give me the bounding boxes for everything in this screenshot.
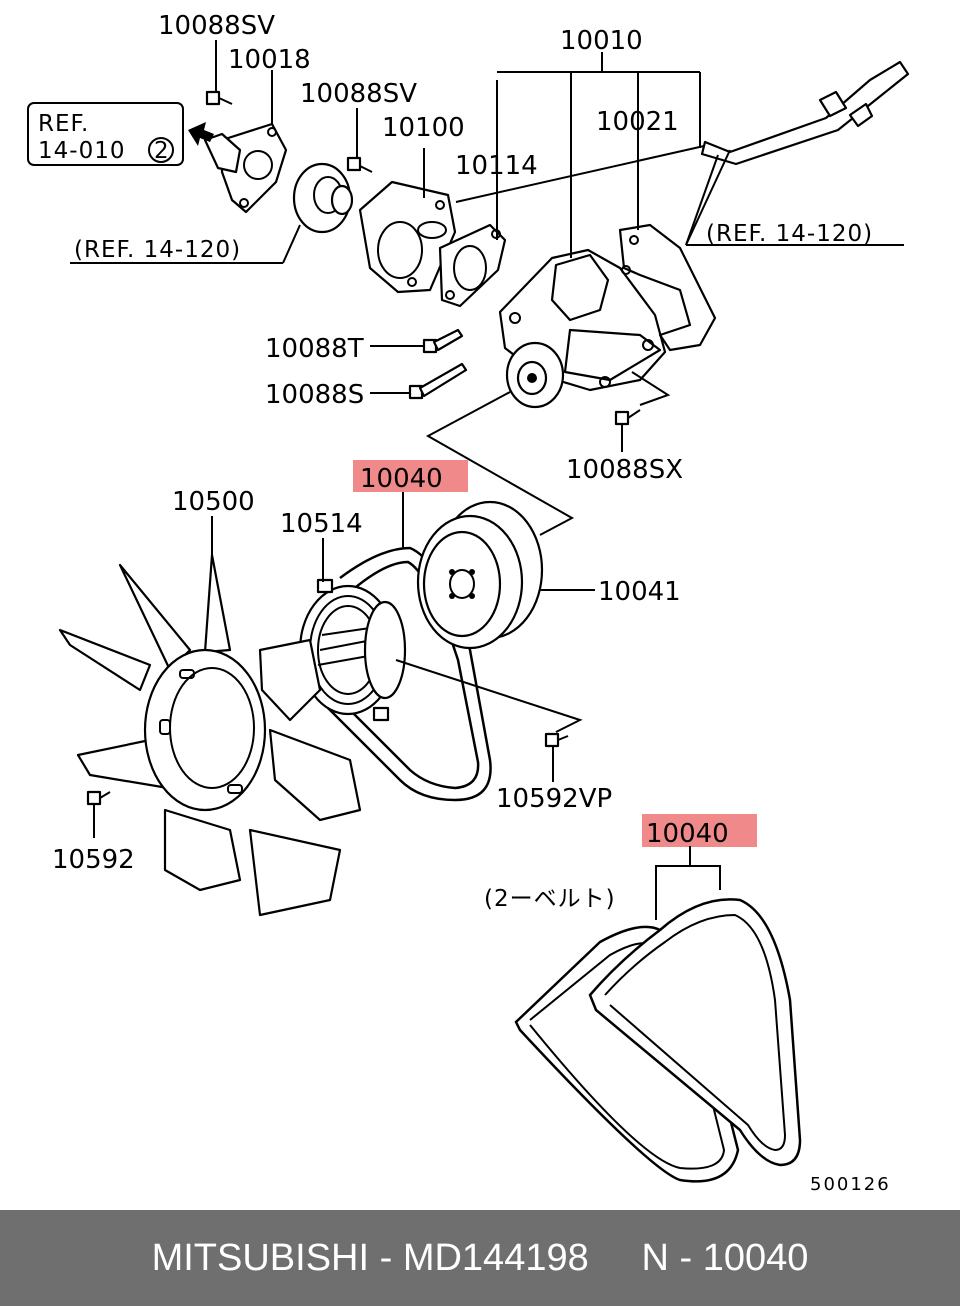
label-10088sv-b: 10088SV [300,79,417,109]
label-10088t: 10088T [265,334,364,364]
water-pipe [700,60,910,166]
label-10100: 10100 [382,113,465,143]
ref-box-14-010: REF. 14-010 2 [27,102,184,166]
highlight-10040-top [353,460,468,492]
ref-box-line2: 14-010 [38,138,125,164]
ref-box-circle-number: 2 [154,138,170,164]
bolt-10088sv-a [205,40,233,106]
label-10514: 10514 [280,509,363,539]
gasket-10021 [618,223,717,352]
label-10021: 10021 [596,107,679,137]
parts-diagram: REF. 14-010 2 [27,11,910,1195]
label-10040-bottom: 10040 [646,819,729,849]
label-10018: 10018 [228,45,311,75]
footer-part-info: MITSUBISHI - MD144198 N - 10040 [0,1210,960,1306]
belt-note: (2ーベルト) [484,886,616,912]
ref-left-14-120: (REF. 14-120) [74,237,241,263]
belt-set-10040 [514,898,802,1183]
label-10088sv-a: 10088SV [158,11,275,41]
bolt-10088sv-b [346,108,373,173]
bolt-10088t [370,328,464,354]
bolt-10088s [370,362,468,400]
fan-clutch-10514 [298,578,407,722]
label-10088s: 10088S [265,380,364,410]
pulley-10041 [416,500,544,650]
label-10500: 10500 [172,487,255,517]
highlight-10040-bottom [642,814,757,847]
label-10088sx: 10088SX [566,455,683,485]
label-10040-top: 10040 [360,464,443,494]
water-pump [498,248,667,409]
label-10114: 10114 [455,151,538,181]
thermostat-housing-10018 [194,122,288,214]
label-10592: 10592 [52,845,135,875]
footer-text: MITSUBISHI - MD144198 N - 10040 [151,1236,809,1279]
bolt-10592 [86,790,111,838]
ref-right-14-120: (REF. 14-120) [706,221,873,247]
bolt-10088sx [614,371,671,452]
label-10041: 10041 [598,577,681,607]
arrow-icon [188,122,214,146]
label-10592vp: 10592VP [496,784,612,814]
gasket-10114 [438,223,507,308]
ref-box-line1: REF. [38,111,89,137]
label-10010: 10010 [560,26,643,56]
diagram-code: 500126 [810,1174,891,1195]
bolt-10592vp [544,732,569,782]
cooling-fan-10500 [58,553,362,917]
thermostat [292,162,354,234]
